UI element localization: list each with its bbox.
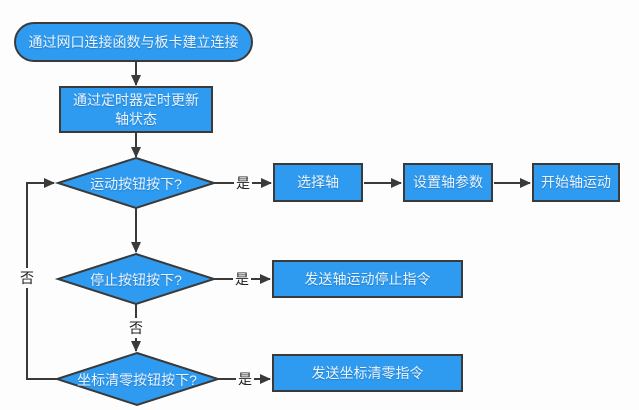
node-timer-label-line2: 轴状态: [115, 110, 157, 127]
node-set-axis-params-process: 设置轴参数: [403, 163, 493, 202]
node-send-zero-cmd-process: 发送坐标清零指令: [272, 354, 463, 392]
node-send-stop-cmd-label: 发送轴运动停止指令: [304, 270, 431, 287]
decision-stop-shape: [54, 252, 218, 306]
edge-label-yes-stop: 是: [233, 269, 251, 289]
decision-zero-shape: [53, 351, 222, 407]
node-start-terminator: 通过网口连接函数与板卡建立连接: [14, 22, 253, 62]
node-select-axis-process: 选择轴: [273, 163, 363, 202]
decision-stop-label: 停止按钮按下?: [90, 272, 182, 288]
node-send-stop-cmd-process: 发送轴运动停止指令: [272, 260, 463, 298]
decision-motion-shape: [54, 156, 218, 210]
node-start-axis-motion-label: 开始轴运动: [541, 174, 611, 190]
node-select-axis-label: 选择轴: [297, 174, 339, 190]
edge-label-no-down: 否: [127, 318, 145, 338]
node-set-axis-params-label: 设置轴参数: [413, 174, 483, 190]
node-timer-process: 通过定时器定时更新 轴状态: [59, 86, 213, 133]
node-send-zero-cmd-label: 发送坐标清零指令: [311, 364, 424, 381]
edge-label-yes-zero: 是: [236, 369, 254, 389]
node-start-axis-motion-process: 开始轴运动: [532, 163, 620, 202]
edge-label-yes-motion: 是: [234, 173, 252, 193]
decision-zero-label: 坐标清零按钮按下?: [77, 372, 197, 388]
node-timer-label-line1: 通过定时器定时更新: [73, 91, 199, 108]
edge-label-no-loop: 否: [18, 268, 36, 288]
decision-motion-label: 运动按钮按下?: [90, 176, 182, 192]
node-start-label: 通过网口连接函数与板卡建立连接: [28, 33, 239, 50]
